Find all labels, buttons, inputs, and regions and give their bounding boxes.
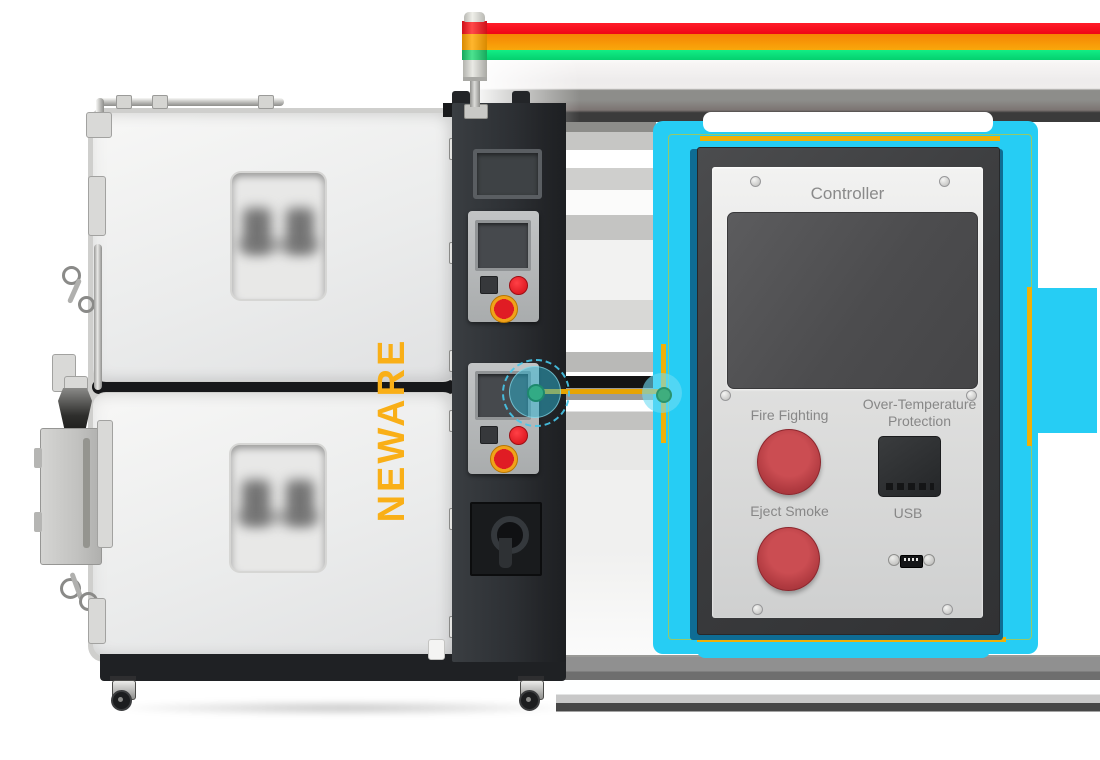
eject-smoke-knob[interactable] [757,527,820,591]
cabinet-vent [452,91,470,104]
lower-door-window [231,445,325,571]
caster-wheel [110,676,136,712]
door-gap [92,380,456,394]
box-slot [83,438,90,548]
side-pipe [94,244,102,390]
tower-red-light [462,21,487,34]
tower-pole [470,81,480,107]
controller-panel: Controller Fire Fighting Over-Temperatur… [712,167,983,618]
accent-line-top [700,136,1000,141]
hook-ring [78,296,95,313]
callout-origin-circle [509,366,561,418]
emergency-stop-button[interactable] [490,445,518,473]
controller-touchscreen[interactable] [727,212,978,389]
unit-red-button[interactable] [509,426,528,445]
corner-bracket [86,112,112,138]
left-latch-plate [88,598,106,644]
battery-shelf-blur [235,510,321,524]
callout-target-dot [656,387,672,403]
fire-fighting-label: Fire Fighting [750,407,829,423]
background-blur-band-bottom [556,655,1100,714]
hook-ring [62,266,81,285]
usb-label: USB [893,505,923,521]
screw-icon [750,176,761,187]
handle-clamp [152,95,168,109]
screw-icon [939,176,950,187]
over-temperature-label: Over-Temperature Protection [860,396,979,430]
callout-frame-bottom-notch [697,646,990,658]
unit-function-button[interactable] [480,426,498,444]
left-latch-plate [88,176,106,236]
cabinet-vent [512,91,530,104]
alarm-stripe-green [484,50,1100,60]
callout-frame-top-notch [703,112,993,132]
tower-amber-light [462,34,487,50]
brand-logo: NEWARE [371,337,413,523]
column-top-display[interactable] [473,149,542,199]
screw-icon [752,604,763,615]
caster-wheel [518,676,544,712]
screw-icon [888,554,900,566]
usb-pins [904,558,918,561]
panel-title: Controller [810,184,885,203]
fire-fighting-knob[interactable] [757,429,821,495]
box-mount-plate [97,420,113,548]
handle-clamp [116,95,132,109]
box-tab [34,512,42,532]
screw-icon [923,554,935,566]
eject-smoke-label: Eject Smoke [750,503,829,519]
key-lock-recess [470,502,542,576]
door-stopper [428,639,445,660]
box-tab [34,448,42,468]
key-lock-stem [499,538,512,568]
over-temperature-protection-connector[interactable] [878,436,941,497]
side-accessory-box [40,428,102,565]
tower-ring [463,77,487,81]
top-handle-bar [96,98,284,106]
unit-red-button[interactable] [509,276,528,295]
tower-green-light [462,50,487,60]
alarm-stripe-orange [484,34,1100,50]
floor-shadow [108,700,578,716]
screw-icon [720,390,731,401]
top-handle-elbow [96,98,104,120]
callout-connector-line [541,389,663,394]
usb-port[interactable] [900,555,923,568]
battery-shelf-blur [236,238,321,252]
column-control-unit-upper [468,211,539,323]
unit-function-button[interactable] [480,276,498,294]
callout-dashed-ring [502,359,570,427]
screw-icon [942,604,953,615]
alarm-stripe-red [484,23,1100,34]
tower-cap [464,12,485,22]
upper-door-window [232,173,325,299]
accent-line-right [1027,287,1032,446]
unit-display[interactable] [475,220,531,271]
callout-origin-dot [527,384,545,402]
background-blur-strip [556,122,656,690]
screw-icon [966,390,977,401]
over-temperature-label-line1: Over-Temperature [862,396,977,412]
emergency-stop-button[interactable] [490,295,518,323]
tower-body [463,60,487,78]
handle-clamp [258,95,274,109]
callout-side-tab [1038,288,1097,433]
connector-pins [886,483,934,490]
over-temperature-label-line2: Protection [887,413,952,429]
